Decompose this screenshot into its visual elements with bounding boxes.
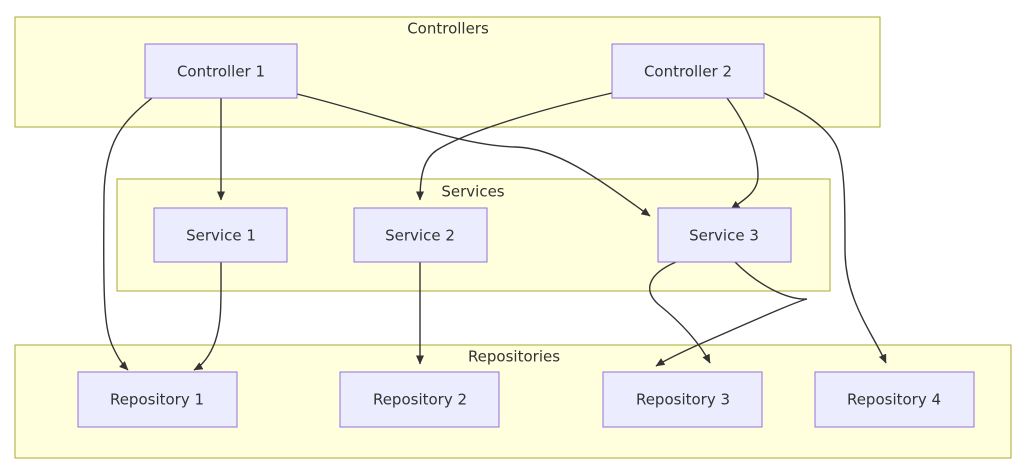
node-service-2-label: Service 2 — [385, 227, 455, 245]
node-controller-2-rect[interactable] — [611, 43, 765, 99]
node-repository-4-label: Repository 4 — [847, 391, 941, 409]
node-repository-2[interactable]: Repository 2 — [339, 371, 500, 428]
edge-service3-to-repository3-right — [655, 261, 808, 367]
node-repository-4[interactable]: Repository 4 — [814, 371, 975, 428]
node-repository-3-label: Repository 3 — [636, 391, 730, 409]
node-service-2[interactable]: Service 2 — [353, 207, 488, 263]
cluster-repositories-label: Repositories — [468, 348, 560, 366]
edge-controller2-to-service3 — [726, 97, 759, 210]
node-controller-2-label: Controller 2 — [644, 63, 732, 81]
node-service-1-label: Service 1 — [186, 227, 256, 245]
cluster-controllers-label: Controllers — [407, 20, 489, 38]
edge-controller1-to-repository1 — [102, 97, 153, 371]
node-service-3[interactable]: Service 3 — [657, 207, 792, 263]
node-controller-1-rect[interactable] — [144, 43, 298, 99]
node-repository-1-rect[interactable] — [77, 371, 238, 428]
node-repository-3[interactable]: Repository 3 — [602, 371, 763, 428]
node-controller-1[interactable]: Controller 1 — [144, 43, 298, 99]
edge-group — [102, 92, 887, 371]
node-service-3-rect[interactable] — [657, 207, 792, 263]
edge-service1-to-repository1 — [193, 261, 222, 371]
node-group: Controller 1 Controller 2 Service 1 Serv… — [77, 43, 975, 428]
node-repository-1[interactable]: Repository 1 — [77, 371, 238, 428]
edge-controller2-to-repository4 — [763, 92, 887, 364]
edge-controller1-to-service3 — [296, 93, 651, 217]
cluster-services-label: Services — [441, 183, 504, 201]
node-repository-3-rect[interactable] — [602, 371, 763, 428]
node-controller-1-label: Controller 1 — [177, 63, 265, 81]
node-controller-2[interactable]: Controller 2 — [611, 43, 765, 99]
edge-service3-to-repository3-left — [649, 261, 711, 364]
node-repository-2-label: Repository 2 — [373, 391, 467, 409]
node-service-3-label: Service 3 — [689, 227, 759, 245]
node-service-1-rect[interactable] — [153, 207, 288, 263]
node-repository-4-rect[interactable] — [814, 371, 975, 428]
edge-controller2-to-service2 — [416, 92, 613, 201]
node-service-1[interactable]: Service 1 — [153, 207, 288, 263]
node-repository-1-label: Repository 1 — [110, 391, 204, 409]
node-service-2-rect[interactable] — [353, 207, 488, 263]
node-repository-2-rect[interactable] — [339, 371, 500, 428]
